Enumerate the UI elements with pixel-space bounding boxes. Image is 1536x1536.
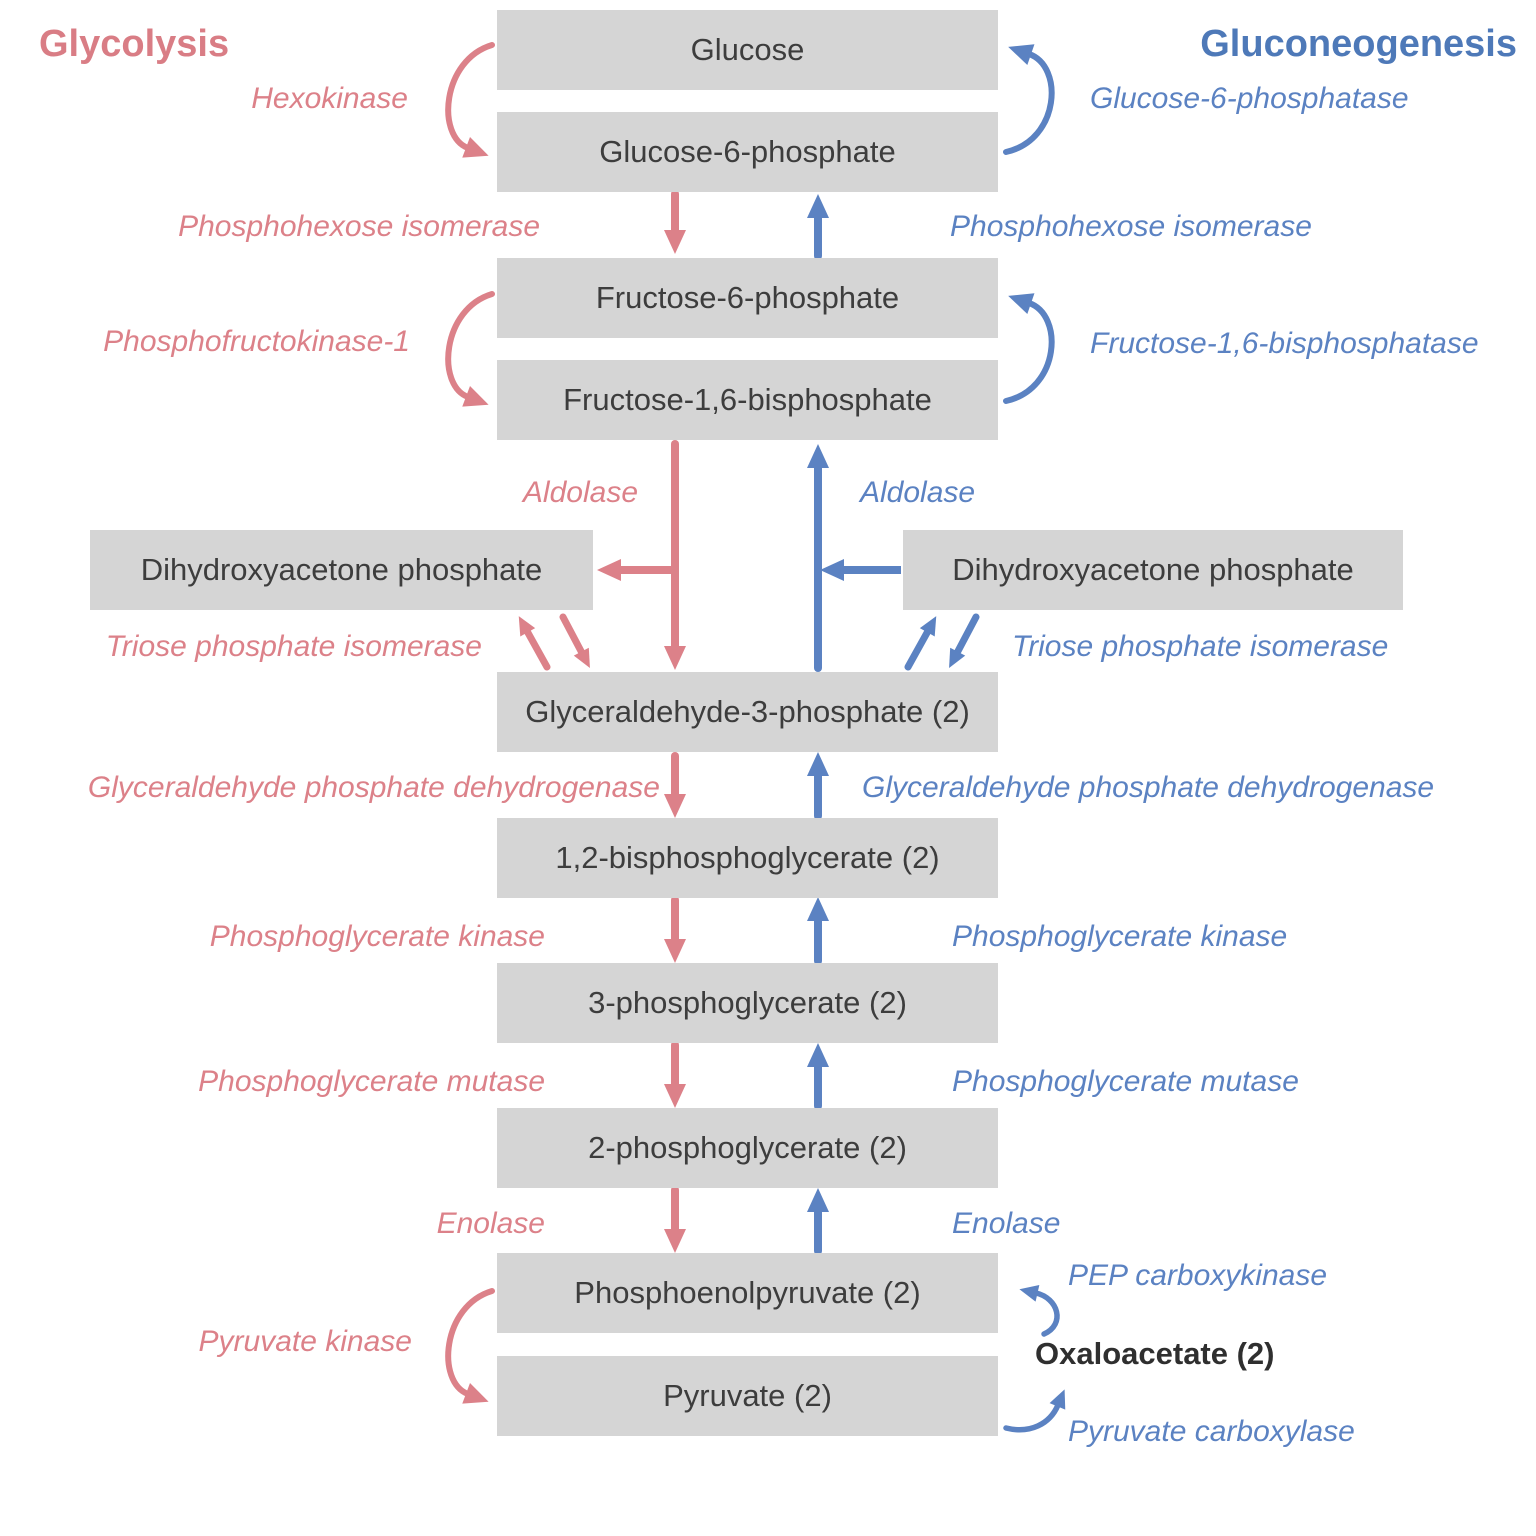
enzyme-label-gapdh-gluconeo: Glyceraldehyde phosphate dehydrogenase xyxy=(862,771,1435,804)
metabolite-label-oxaloacetate: Oxaloacetate (2) xyxy=(1035,1336,1275,1371)
metabolite-box-dhap-left: Dihydroxyacetone phosphate xyxy=(90,530,593,610)
enzyme-label-pyruvate-carboxylase: Pyruvate carboxylase xyxy=(1068,1415,1355,1448)
enzyme-label-glucose-6-phosphatase: Glucose-6-phosphatase xyxy=(1090,82,1409,115)
enzyme-label-fructose-16-bisphosphatase: Fructose-1,6-bisphosphatase xyxy=(1090,327,1479,360)
arrow-gluconeo-tpi-down xyxy=(949,613,980,669)
metabolite-box-12-bisphosphoglycerate: 1,2-bisphosphoglycerate (2) xyxy=(497,818,998,898)
arrow-glycolysis-hexokinase-curve xyxy=(445,42,495,158)
enzyme-label-phosphoglycerate-kinase-gluconeo: Phosphoglycerate kinase xyxy=(952,920,1288,953)
arrow-glycolysis-pfk1-curve xyxy=(445,291,495,407)
enzyme-label-hexokinase: Hexokinase xyxy=(251,82,408,115)
pathway-title-glycolysis: Glycolysis xyxy=(39,23,230,65)
arrow-gluconeo-tpi-up xyxy=(904,616,937,671)
enzyme-label-pep-carboxykinase: PEP carboxykinase xyxy=(1068,1259,1328,1292)
enzyme-label-phosphoglycerate-kinase-glycolysis: Phosphoglycerate kinase xyxy=(209,920,545,953)
enzyme-label-pyruvate-kinase: Pyruvate kinase xyxy=(198,1325,412,1358)
enzyme-label-aldolase-gluconeo: Aldolase xyxy=(860,476,976,509)
arrow-glycolysis-pyruvate-kinase-curve xyxy=(445,1288,495,1404)
metabolite-box-glucose-6-phosphate: Glucose-6-phosphate xyxy=(497,112,998,192)
arrow-gluconeo-pyruvate-carboxylase-curve xyxy=(1003,1389,1066,1433)
metabolite-box-glyceraldehyde-3-phosphate: Glyceraldehyde-3-phosphate (2) xyxy=(497,672,998,752)
metabolite-box-phosphoenolpyruvate: Phosphoenolpyruvate (2) xyxy=(497,1253,998,1333)
arrow-gluconeo-g6pase-curve xyxy=(1003,44,1055,155)
enzyme-label-phosphohexose-isomerase-gluconeo: Phosphohexose isomerase xyxy=(950,210,1312,243)
enzyme-label-gapdh-glycolysis: Glyceraldehyde phosphate dehydrogenase xyxy=(87,771,660,804)
metabolite-box-3-phosphoglycerate: 3-phosphoglycerate (2) xyxy=(497,963,998,1043)
enzyme-label-enolase-gluconeo: Enolase xyxy=(952,1207,1061,1240)
enzyme-label-aldolase-glycolysis: Aldolase xyxy=(522,476,638,509)
enzyme-label-enolase-glycolysis: Enolase xyxy=(436,1207,545,1240)
enzyme-label-phosphofructokinase-1: Phosphofructokinase-1 xyxy=(103,325,410,358)
arrow-gluconeo-pepck-curve xyxy=(1019,1285,1060,1337)
metabolite-box-fructose-16-bisphosphate: Fructose-1,6-bisphosphate xyxy=(497,360,998,440)
metabolite-box-glucose: Glucose xyxy=(497,10,998,90)
arrow-gluconeo-f16bpase-curve xyxy=(1003,293,1055,404)
enzyme-label-triose-phosphate-isomerase-gluconeo: Triose phosphate isomerase xyxy=(1012,630,1389,663)
metabolite-box-2-phosphoglycerate: 2-phosphoglycerate (2) xyxy=(497,1108,998,1188)
enzyme-label-phosphoglycerate-mutase-glycolysis: Phosphoglycerate mutase xyxy=(198,1065,545,1098)
metabolite-box-pyruvate: Pyruvate (2) xyxy=(497,1356,998,1436)
arrow-glycolysis-tpi-down xyxy=(559,613,590,669)
enzyme-label-triose-phosphate-isomerase-glycolysis: Triose phosphate isomerase xyxy=(105,630,482,663)
pathway-title-gluconeogenesis: Gluconeogenesis xyxy=(1200,23,1517,65)
enzyme-label-phosphohexose-isomerase-glycolysis: Phosphohexose isomerase xyxy=(178,210,540,243)
metabolite-box-dhap-right: Dihydroxyacetone phosphate xyxy=(903,530,1403,610)
metabolite-box-fructose-6-phosphate: Fructose-6-phosphate xyxy=(497,258,998,338)
arrow-glycolysis-tpi-up xyxy=(518,616,551,671)
enzyme-label-phosphoglycerate-mutase-gluconeo: Phosphoglycerate mutase xyxy=(952,1065,1299,1098)
